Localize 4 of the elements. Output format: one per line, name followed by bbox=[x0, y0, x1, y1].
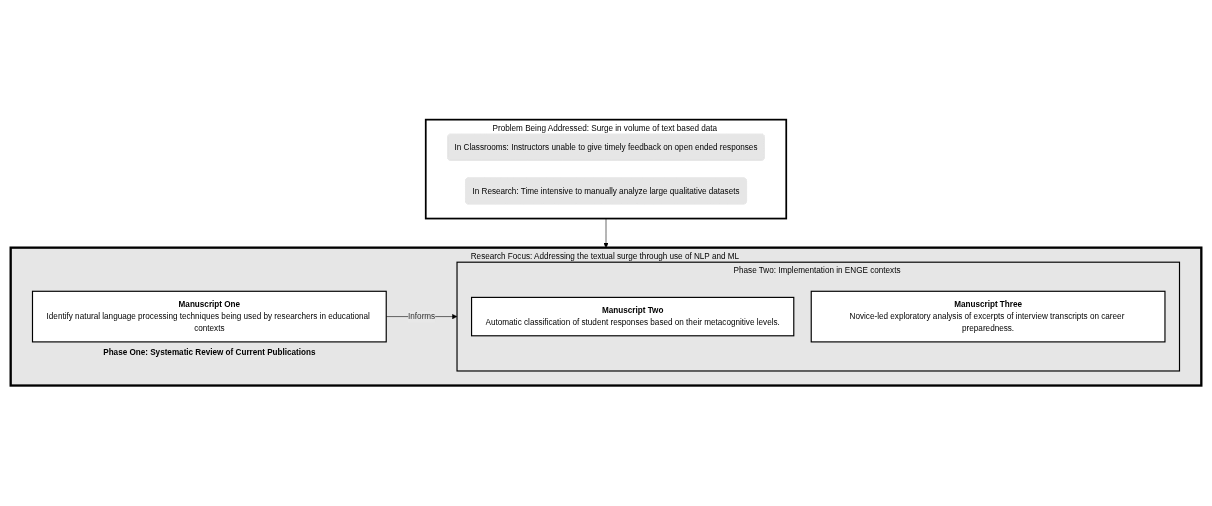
node-box: Manuscript One Identify natural language processing techniques being used by researchers in educational contexts bbox=[31, 291, 387, 343]
edge-label: Informs bbox=[408, 312, 436, 322]
node-box: Manuscript Two Automatic classification of student responses based on their metacognitive levels. bbox=[471, 297, 795, 337]
node-box: Manuscript Three Novice-led exploratory analysis of excerpts of interview transcripts on career preparedness. bbox=[810, 291, 1166, 343]
